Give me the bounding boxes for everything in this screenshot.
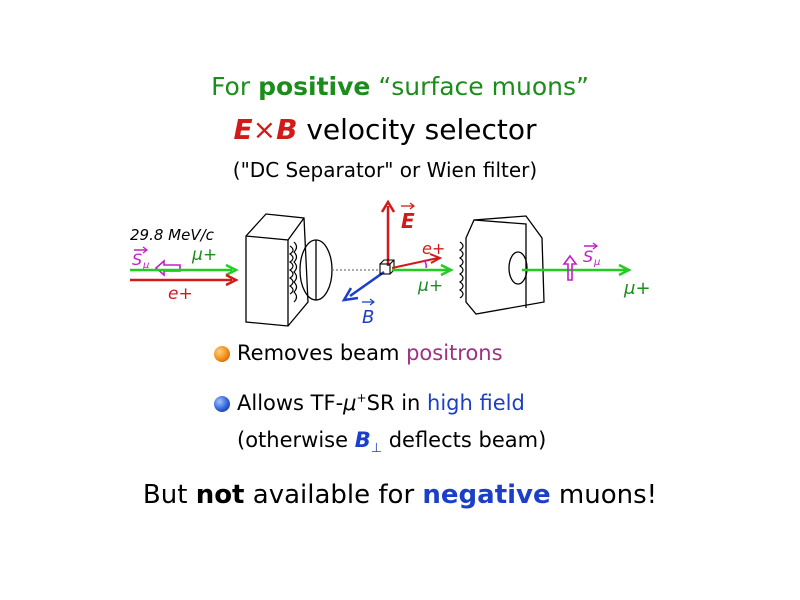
outgoing-spin-arrow: [562, 254, 578, 281]
orange-bullet-icon: [214, 346, 230, 362]
e-field-arrow: [380, 199, 396, 266]
slide-title: For positive “surface muons”: [211, 72, 589, 101]
incoming-muon-label: μ+: [191, 245, 217, 265]
deflected-positron-label: e+: [422, 239, 445, 258]
wien-filter-diagram: 29.8 MeV/c S μ μ+ e+ E: [130, 199, 651, 328]
bullet-allows-tf-musr: Allows TF-μ+SR in high field: [237, 391, 525, 415]
svg-text:S: S: [583, 247, 593, 266]
svg-text:B: B: [362, 307, 374, 328]
outgoing-spin-label: S μ: [583, 242, 600, 268]
incoming-spin-label: S μ: [132, 246, 149, 271]
blue-bullet-icon: [214, 396, 230, 412]
incoming-positron-label: e+: [168, 284, 193, 304]
momentum-label: 29.8 MeV/c: [130, 226, 215, 244]
right-electrode: [458, 215, 545, 315]
outgoing-muon-label: μ+: [623, 278, 651, 299]
origin-cube: [379, 259, 395, 275]
svg-text:μ: μ: [593, 257, 600, 268]
e-field-label: E: [401, 202, 415, 233]
positive-emphasis: positive: [258, 72, 371, 101]
svg-text:E: E: [401, 209, 415, 233]
svg-text:μ: μ: [142, 260, 149, 271]
incoming-positron-beam: [130, 273, 239, 287]
bullet-removes-positrons: Removes beam positrons: [237, 341, 503, 365]
b-field-arrow: [341, 270, 385, 302]
incoming-spin-arrow: [154, 259, 181, 277]
separator-note: ("DC Separator" or Wien filter): [232, 158, 538, 182]
conclusion-text: But not available for negative muons!: [142, 480, 658, 510]
slide-subtitle: E×B velocity selector: [233, 113, 537, 146]
left-electrode: [245, 213, 333, 327]
b-field-label: B: [362, 298, 375, 328]
deflected-positron: [391, 253, 443, 269]
outgoing-muon-beam: [522, 263, 632, 277]
svg-text:S: S: [132, 250, 142, 269]
central-muon-beam: [392, 263, 454, 277]
incoming-muon-beam: [130, 263, 239, 277]
bullet-b-perp-note: (otherwise B⊥ deflects beam): [237, 428, 547, 457]
central-muon-label: μ+: [417, 276, 443, 296]
